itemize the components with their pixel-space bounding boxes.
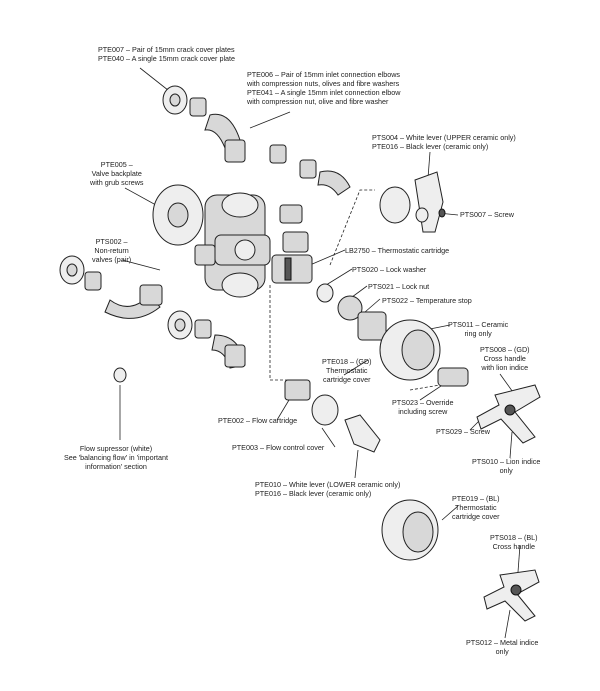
cover-bl — [381, 499, 439, 561]
label-lb2750: LB2750 – Thermostatic cartridge — [345, 246, 450, 255]
inlet-elbows — [104, 113, 351, 369]
ceramic-ring-cover — [379, 319, 469, 387]
label-pts004: PTS004 – White lever (UPPER ceramic only… — [372, 133, 516, 151]
flow-cartridge-parts — [284, 379, 381, 453]
label-pts018: PTS018 – (BL)Cross handle — [490, 533, 538, 551]
label-flow-supressor: Flow supressor (white)See 'balancing flo… — [64, 444, 169, 471]
label-pte006: PTE006 – Pair of 15mm inlet connection e… — [247, 70, 401, 106]
thermostatic-cartridge — [271, 204, 387, 341]
valve-body — [194, 192, 271, 298]
valve-backplate — [152, 184, 204, 246]
cross-handle-bl — [483, 569, 540, 622]
flow-supressor — [113, 367, 127, 383]
crack-cover-plates — [59, 85, 193, 340]
label-pte007: PTE007 – Pair of 15mm crack cover plates… — [98, 45, 236, 63]
cross-handle-gd — [476, 384, 541, 444]
label-pte003: PTE003 – Flow control cover — [232, 443, 325, 452]
upper-lever — [379, 171, 446, 233]
compression-nuts — [84, 97, 317, 339]
label-pte010: PTE010 – White lever (LOWER ceramic only… — [255, 480, 401, 498]
label-pts021: PTS021 – Lock nut — [368, 282, 430, 291]
label-pts020: PTS020 – Lock washer — [352, 265, 427, 274]
leader-lines — [119, 67, 521, 639]
label-pts022: PTS022 – Temperature stop — [382, 296, 472, 305]
label-pte002: PTE002 – Flow cartridge — [218, 416, 298, 425]
label-pts029: PTS029 – Screw — [436, 427, 490, 436]
label-pts007: PTS007 – Screw — [460, 210, 514, 219]
